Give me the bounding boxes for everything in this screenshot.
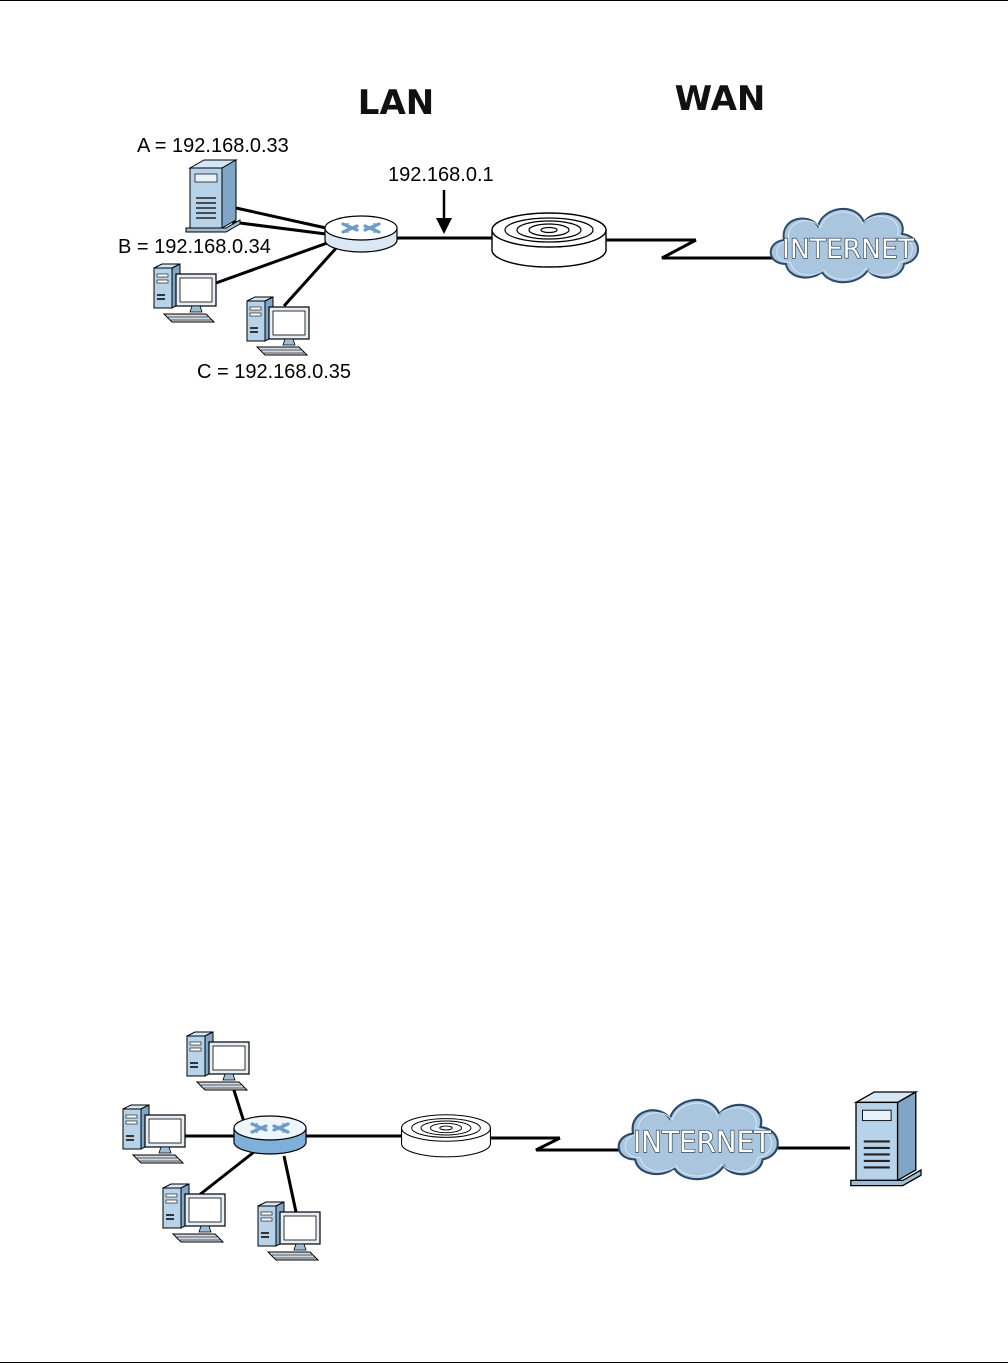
host-a-label: A = 192.168.0.33: [137, 135, 289, 157]
switch-icon: [234, 1116, 306, 1154]
lan-label: LAN: [358, 83, 434, 123]
wan-label: WAN: [675, 79, 766, 119]
desktop-pc-icon: [258, 1202, 320, 1260]
host-b-label: B = 192.168.0.34: [118, 236, 271, 258]
desktop-pc-icon: [123, 1105, 185, 1163]
internet-label: INTERNET: [782, 234, 914, 265]
arrow-down-icon: [436, 190, 452, 234]
desktop-pc-icon: [154, 264, 216, 322]
desktop-pc-icon: [247, 297, 309, 355]
bottom-rule: [0, 1362, 1008, 1363]
gateway-ip-label: 192.168.0.1: [388, 164, 494, 186]
diagram-2: INTERNET: [123, 1032, 921, 1260]
server-icon: [851, 1092, 921, 1186]
desktop-pc-icon: [163, 1184, 225, 1242]
router-icon: [492, 213, 606, 267]
internet-label: INTERNET: [633, 1125, 771, 1159]
server-icon: [186, 160, 240, 232]
router-icon: [402, 1115, 491, 1157]
desktop-pc-icon: [187, 1032, 249, 1090]
host-c-label: C = 192.168.0.35: [197, 361, 351, 383]
switch-icon: [325, 216, 397, 252]
diagram-1: LAN WAN INTERNET A = 192.168.0.33 B = 19…: [118, 79, 918, 383]
